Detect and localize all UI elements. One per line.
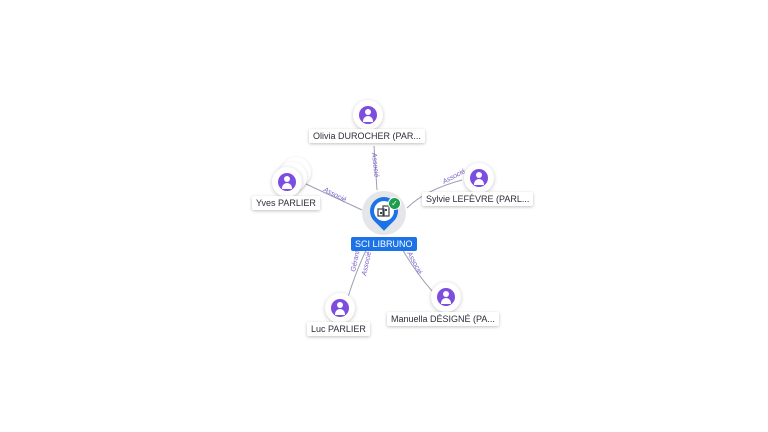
person-icon	[470, 169, 488, 187]
building-icon	[377, 205, 390, 217]
person-label[interactable]: Sylvie LEFÈVRE (PARL...	[422, 192, 534, 206]
person-avatar[interactable]	[353, 100, 383, 130]
edge-label-sylvie: Associé	[441, 168, 467, 186]
person-label[interactable]: Luc PARLIER	[307, 322, 370, 336]
edge-yves	[305, 183, 363, 211]
person-avatar[interactable]	[431, 282, 461, 312]
person-avatar[interactable]	[464, 163, 494, 193]
company-label[interactable]: SCI LIBRUNO	[351, 237, 417, 251]
person-avatar[interactable]	[272, 167, 302, 197]
person-icon	[331, 299, 349, 317]
person-label[interactable]: Manuella DÉSIGNÉ (PA...	[387, 312, 499, 326]
edge-label-luc-2: Associé	[361, 251, 373, 278]
person-avatar[interactable]	[325, 293, 355, 323]
edge-label-luc-1: Gérant	[350, 249, 362, 272]
edge-label-manuella: Associé	[405, 250, 423, 276]
edge-olivia	[373, 145, 378, 191]
edge-label-yves: Associé	[321, 186, 347, 204]
person-icon	[359, 106, 377, 124]
person-label[interactable]: Yves PARLIER	[252, 196, 320, 210]
person-icon	[278, 173, 296, 191]
edge-label-olivia: Associé	[370, 151, 380, 177]
person-label[interactable]: Olivia DUROCHER (PAR...	[309, 129, 425, 143]
person-icon	[437, 288, 455, 306]
check-icon: ✓	[388, 197, 401, 210]
